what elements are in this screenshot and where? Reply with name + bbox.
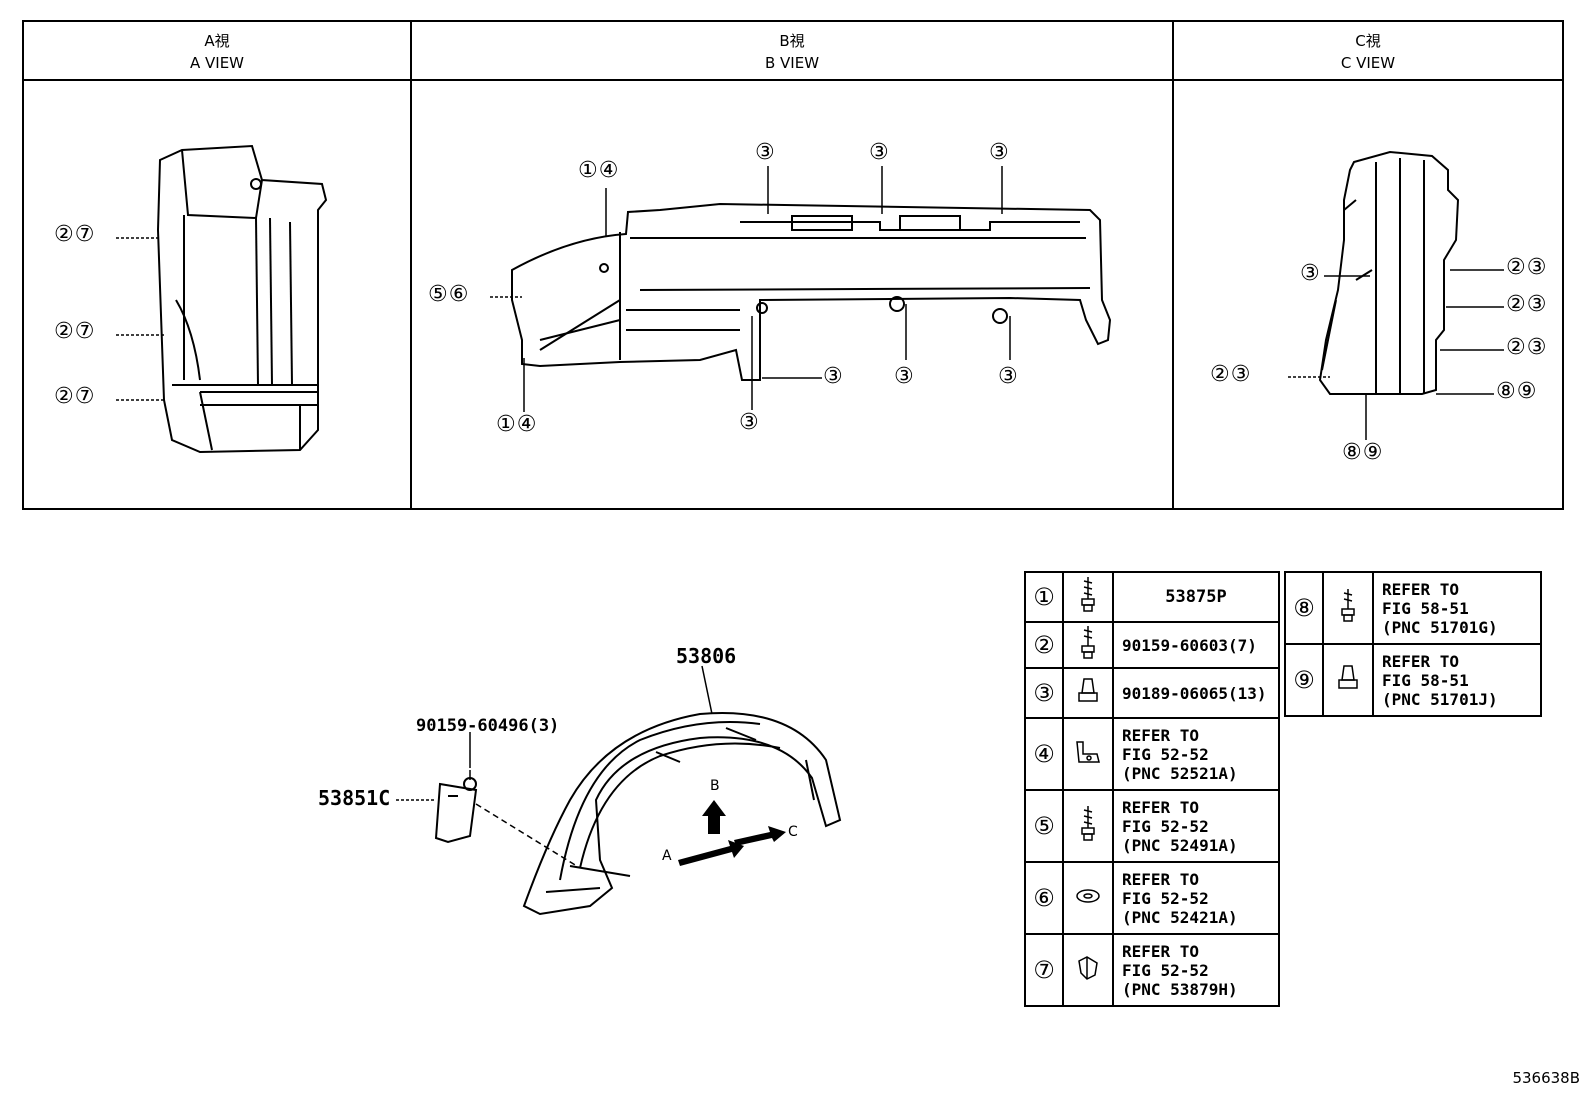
clip-icon xyxy=(1062,717,1114,791)
view-c-en: C VIEW xyxy=(1340,54,1396,72)
legend-num: ⑧ xyxy=(1284,571,1324,645)
view-c-frame xyxy=(1172,20,1564,510)
legend-row: ① 53875P xyxy=(1024,571,1280,623)
legend-text: REFER TO FIG 58-51 (PNC 51701J) xyxy=(1372,643,1542,717)
screw-icon xyxy=(1322,571,1374,645)
callout-b-bottom-1: ③ xyxy=(823,364,844,389)
arrow-label-c: C xyxy=(788,824,799,840)
view-c-leaders xyxy=(1288,269,1504,440)
flap-mount-dashed xyxy=(475,803,581,869)
legend-num: ② xyxy=(1024,621,1064,669)
fender-liner-drawing xyxy=(522,712,842,916)
callout-b-left: ⑤⑥ xyxy=(428,282,470,307)
legend-num: ⑦ xyxy=(1024,933,1064,1007)
screw-icon xyxy=(1062,789,1114,863)
part-label-flap: 53851C xyxy=(318,786,391,810)
callout-b-bottom-left: ①④ xyxy=(496,412,538,437)
callout-c-inner: ③ xyxy=(1300,261,1321,286)
view-a-liner-drawing xyxy=(156,144,328,454)
callout-c-left: ②③ xyxy=(1210,362,1252,387)
legend-text: REFER TO FIG 52-52 (PNC 52421A) xyxy=(1112,861,1280,935)
legend-num: ⑨ xyxy=(1284,643,1324,717)
diagram-id: 536638B xyxy=(1512,1069,1580,1087)
direction-arrows xyxy=(678,800,786,866)
legend-row: ④ REFER TO FIG 52-52 (PNC 52521A) xyxy=(1024,717,1280,791)
callout-b-bottom-3: ③ xyxy=(998,364,1019,389)
callout-b-bottom-2: ③ xyxy=(894,364,915,389)
legend-num: ⑥ xyxy=(1024,861,1064,935)
callout-a-upper: ②⑦ xyxy=(54,222,96,247)
legend-text: REFER TO FIG 52-52 (PNC 52491A) xyxy=(1112,789,1280,863)
view-header-divider xyxy=(22,79,1564,81)
legend-num: ③ xyxy=(1024,667,1064,719)
liner-label-leader xyxy=(701,665,713,715)
arrow-label-b: B xyxy=(710,778,721,794)
callout-b-top-3: ③ xyxy=(989,140,1010,165)
legend-text: REFER TO FIG 52-52 (PNC 53879H) xyxy=(1112,933,1280,1007)
mudflap-drawing xyxy=(434,770,478,844)
legend-text: REFER TO FIG 58-51 (PNC 51701G) xyxy=(1372,571,1542,645)
part-label-liner: 53806 xyxy=(676,644,737,668)
view-b-jp: B視 xyxy=(779,32,805,50)
callout-c-right-4: ⑧⑨ xyxy=(1496,379,1538,404)
legend-num: ① xyxy=(1024,571,1064,623)
nut-icon xyxy=(1062,667,1114,719)
callout-b-top-left: ①④ xyxy=(578,158,620,183)
legend-text: 90159-60603(7) xyxy=(1112,621,1280,669)
legend-text: 53875P xyxy=(1112,571,1280,623)
legend-row: ⑥ REFER TO FIG 52-52 (PNC 52421A) xyxy=(1024,861,1280,935)
callout-c-bottom: ⑧⑨ xyxy=(1342,440,1384,465)
washer-icon xyxy=(1062,861,1114,935)
fastener-legend-left: ① 53875P ② 90159-60603(7) ③ 90189-06065(… xyxy=(1024,571,1280,1007)
legend-row: ② 90159-60603(7) xyxy=(1024,621,1280,669)
legend-row: ⑦ REFER TO FIG 52-52 (PNC 53879H) xyxy=(1024,933,1280,1007)
view-c-header: C視 C VIEW xyxy=(1172,30,1564,74)
view-a-en: A VIEW xyxy=(189,54,245,72)
legend-row: ⑤ REFER TO FIG 52-52 (PNC 52491A) xyxy=(1024,789,1280,863)
legend-text: 90189-06065(13) xyxy=(1112,667,1280,719)
callout-c-right-1: ②③ xyxy=(1506,255,1548,280)
view-a-header: A視 A VIEW xyxy=(22,30,412,74)
view-b-header: B視 B VIEW xyxy=(410,30,1174,74)
arrow-label-a: A xyxy=(662,848,673,864)
view-a-leaders xyxy=(116,237,166,401)
callout-b-bottom-4: ③ xyxy=(739,410,760,435)
view-b-en: B VIEW xyxy=(764,54,820,72)
legend-num: ⑤ xyxy=(1024,789,1064,863)
view-c-jp: C視 xyxy=(1355,32,1381,50)
callout-c-right-2: ②③ xyxy=(1506,292,1548,317)
view-a-jp: A視 xyxy=(204,32,230,50)
screw-icon xyxy=(1062,571,1114,623)
view-c-liner-drawing xyxy=(1318,150,1460,395)
legend-num: ④ xyxy=(1024,717,1064,791)
fastener-legend-right: ⑧ REFER TO FIG 58-51 (PNC 51701G) ⑨ REFE… xyxy=(1284,571,1542,717)
callout-a-middle: ②⑦ xyxy=(54,319,96,344)
legend-row: ⑧ REFER TO FIG 58-51 (PNC 51701G) xyxy=(1284,571,1542,645)
legend-row: ③ 90189-06065(13) xyxy=(1024,667,1280,719)
view-b-leaders xyxy=(490,166,1011,412)
view-b-liner-drawing xyxy=(511,202,1112,381)
legend-text: REFER TO FIG 52-52 (PNC 52521A) xyxy=(1112,717,1280,791)
callout-a-lower: ②⑦ xyxy=(54,384,96,409)
fastener-icon xyxy=(1062,933,1114,1007)
legend-row: ⑨ REFER TO FIG 58-51 (PNC 51701J) xyxy=(1284,643,1542,717)
callout-b-top-2: ③ xyxy=(869,140,890,165)
callout-b-top-1: ③ xyxy=(755,140,776,165)
screw-icon xyxy=(1062,621,1114,669)
nut-icon xyxy=(1322,643,1374,717)
callout-c-right-3: ②③ xyxy=(1506,335,1548,360)
part-label-bolt: 90159-60496(3) xyxy=(416,716,560,736)
